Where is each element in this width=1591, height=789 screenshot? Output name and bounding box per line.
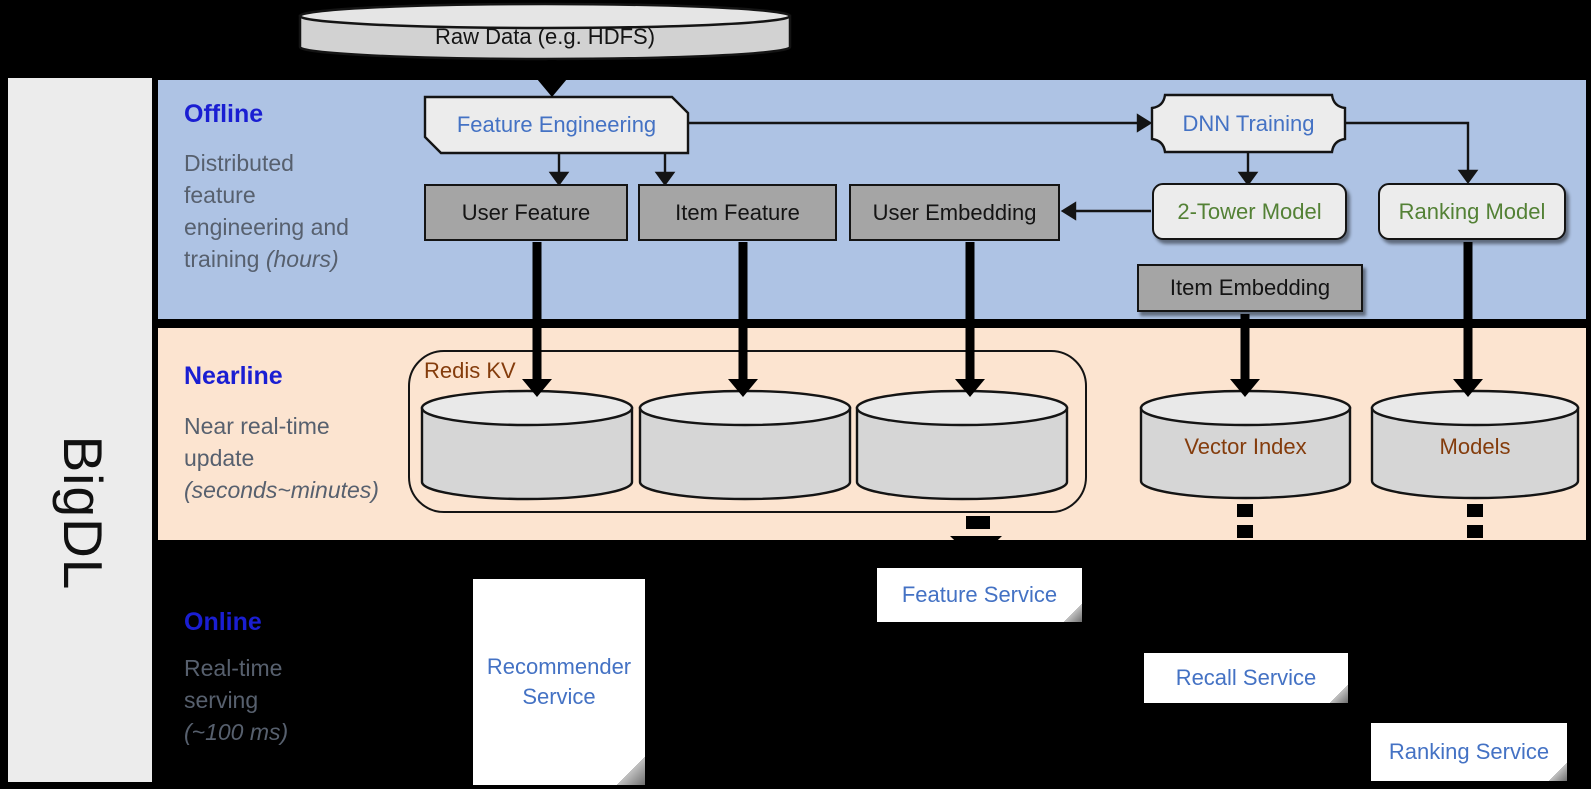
two-tower-model-box: 2-Tower Model — [1152, 183, 1347, 240]
offline-desc-line: training (hours) — [184, 246, 339, 272]
arrow-fe-to-user-feature — [548, 171, 570, 187]
offline-desc-line: engineering and — [184, 214, 349, 240]
arrow-item-feature-to-kv — [728, 379, 758, 397]
dash-vector-index-2 — [1237, 525, 1253, 538]
recall-service-doc: Recall Service — [1144, 653, 1348, 703]
models-label: Models — [1439, 434, 1511, 459]
models-cylinder — [1370, 389, 1580, 500]
arrow-user-feature-to-kv — [522, 379, 552, 397]
redis-kv-label: Redis KV — [424, 358, 516, 383]
thin-arrows — [548, 113, 1479, 221]
offline-title: Offline — [184, 100, 264, 128]
vector-index-cylinder — [1139, 389, 1352, 500]
nearline-description: Near real-time update (seconds~minutes) — [184, 410, 402, 506]
arrow-fe-to-dnn — [1136, 113, 1153, 133]
online-desc-line: (~100 ms) — [184, 719, 289, 745]
ranking-service-doc: Ranking Service — [1371, 723, 1567, 781]
nearline-desc-line: (seconds~minutes) — [184, 477, 379, 503]
kv-cylinder-1 — [420, 389, 634, 501]
dashed-connectors — [950, 504, 1483, 561]
raw-data-cylinder — [298, 2, 792, 61]
online-desc-line: Real-time — [184, 655, 283, 681]
offline-description: Distributed feature engineering and trai… — [184, 147, 402, 275]
item-feature-box: Item Feature — [638, 184, 837, 241]
raw-data-label: Raw Data (e.g. HDFS) — [434, 24, 656, 49]
nearline-title: Nearline — [184, 362, 283, 390]
vector-index-label: Vector Index — [1184, 434, 1307, 459]
ranking-service-label: Ranking Service — [1371, 723, 1567, 781]
kv-cylinder-2 — [638, 389, 852, 501]
feature-engineering-box — [423, 95, 690, 155]
ranking-model-box: Ranking Model — [1378, 183, 1566, 240]
arrow-item-embedding-to-vector-index — [1230, 379, 1260, 397]
arrow-ranking-model-to-models — [1453, 379, 1483, 397]
user-feature-box: User Feature — [424, 184, 628, 241]
recall-service-label: Recall Service — [1144, 653, 1348, 703]
recommender-service-label: Recommender Service — [473, 579, 645, 785]
item-embedding-box: Item Embedding — [1137, 264, 1363, 312]
dash-vector-index-1 — [1237, 504, 1253, 517]
kv-cylinder-3 — [855, 389, 1069, 501]
nearline-desc-line: Near real-time — [184, 413, 330, 439]
offline-desc-line: Distributed — [184, 150, 294, 176]
online-title: Online — [184, 608, 262, 636]
arrow-dnn-to-ranking-model — [1457, 169, 1479, 185]
bigdl-sidebar: BigDL — [8, 78, 152, 782]
offline-desc-line: feature — [184, 182, 256, 208]
arrow-user-embedding-to-kv — [955, 379, 985, 397]
dash-models-2 — [1467, 525, 1483, 538]
thick-arrows — [522, 60, 1483, 397]
arrow-rawdata-to-fe — [537, 79, 567, 97]
dnn-training-box — [1150, 93, 1347, 154]
dnn-training-label: DNN Training — [1182, 110, 1315, 136]
feature-engineering-label: Feature Engineering — [456, 112, 657, 137]
feature-service-doc: Feature Service — [877, 568, 1082, 622]
user-embedding-box: User Embedding — [849, 184, 1060, 241]
arrow-fe-to-item-feature — [654, 171, 676, 187]
dash-arrowhead-feature-service — [950, 536, 1002, 561]
nearline-desc-line: update — [184, 445, 255, 471]
feature-service-label: Feature Service — [877, 568, 1082, 622]
arrow-dnn-to-two-tower — [1237, 171, 1259, 187]
arrow-two-tower-to-user-embedding — [1060, 201, 1077, 221]
dash-models-1 — [1467, 504, 1483, 517]
online-description: Real-time serving (~100 ms) — [184, 652, 402, 748]
online-desc-line: serving — [184, 687, 259, 713]
recommender-service-doc: Recommender Service — [473, 579, 645, 785]
dash-kv-to-feature-service — [966, 516, 990, 529]
